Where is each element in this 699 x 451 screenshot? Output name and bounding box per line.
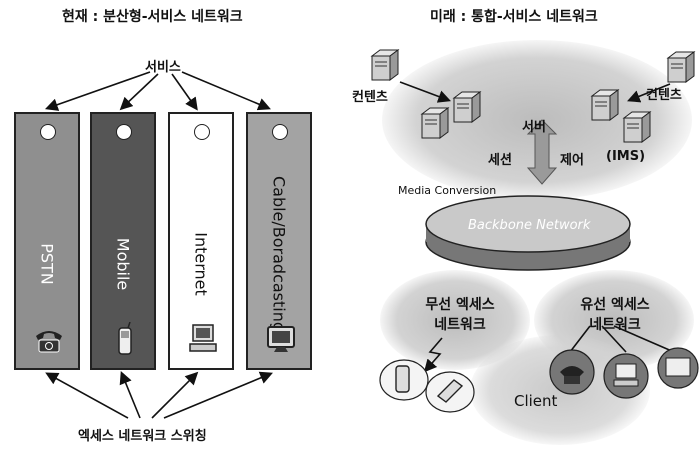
service-name: Mobile [113, 237, 133, 291]
session-control-arrow [526, 119, 558, 185]
client-label: Client [514, 392, 558, 410]
service-label: 서비스 [145, 60, 181, 75]
arrow-from-cable [163, 371, 273, 419]
right-panel-title: 미래 : 통합-서비스 네트워크 [430, 9, 598, 25]
ims-label: (IMS) [606, 149, 646, 164]
access-network-switching-label: 엑세스 네트워크 스위칭 [78, 429, 207, 444]
telephone-icon [36, 331, 62, 353]
content-label-left: 컨텐츠 [352, 90, 388, 105]
session-label: 세션 [488, 153, 512, 168]
mobile-phone-icon [395, 365, 410, 393]
tag-hole [40, 124, 56, 140]
tag-hole [116, 124, 132, 140]
arrow-from-internet [151, 371, 199, 419]
right-diagram [371, 49, 699, 413]
content-server-left [371, 49, 399, 81]
flip-phone-icon [436, 379, 464, 403]
arrow-to-internet [171, 73, 198, 111]
service-tag-mobile: Mobile [90, 112, 156, 370]
content-server-right [667, 51, 695, 83]
media-conversion-label: Media Conversion [398, 184, 497, 197]
server-label: 서버 [522, 120, 546, 135]
tv-icon [267, 326, 295, 352]
server-icon [591, 89, 619, 121]
service-tag-cable-broadcasting: Cable/Boradcasting [246, 112, 312, 370]
backbone-disk [425, 195, 631, 253]
server-icon [421, 107, 449, 139]
arrow-to-mobile [119, 73, 159, 111]
left-arrows [44, 71, 273, 419]
service-name: Cable/Boradcasting [269, 175, 289, 333]
control-label: 제어 [560, 153, 584, 168]
arrow-to-cable [181, 71, 271, 111]
service-tag-pstn: PSTN [14, 112, 80, 370]
wireless-access-network-label: 무선 엑세스 네트워크 [425, 297, 495, 333]
computer-icon [189, 324, 217, 352]
arrow-from-mobile [119, 371, 141, 419]
server-icon [623, 111, 651, 143]
service-name: PSTN [37, 243, 57, 285]
wired-access-network-label: 유선 엑세스 네트워크 [580, 297, 650, 333]
arrow-to-pstn [44, 71, 151, 111]
tag-hole [272, 124, 288, 140]
service-tag-internet: Internet [168, 112, 234, 370]
backbone-network-label: Backbone Network [468, 218, 591, 233]
server-icon [453, 91, 481, 123]
content-label-right: 컨텐츠 [646, 88, 682, 103]
left-panel-title: 현재 : 분산형-서비스 네트워크 [62, 9, 243, 25]
service-name: Internet [191, 232, 211, 296]
tag-hole [194, 124, 210, 140]
arrow-from-pstn [45, 372, 129, 419]
mobile-phone-icon [118, 322, 132, 355]
